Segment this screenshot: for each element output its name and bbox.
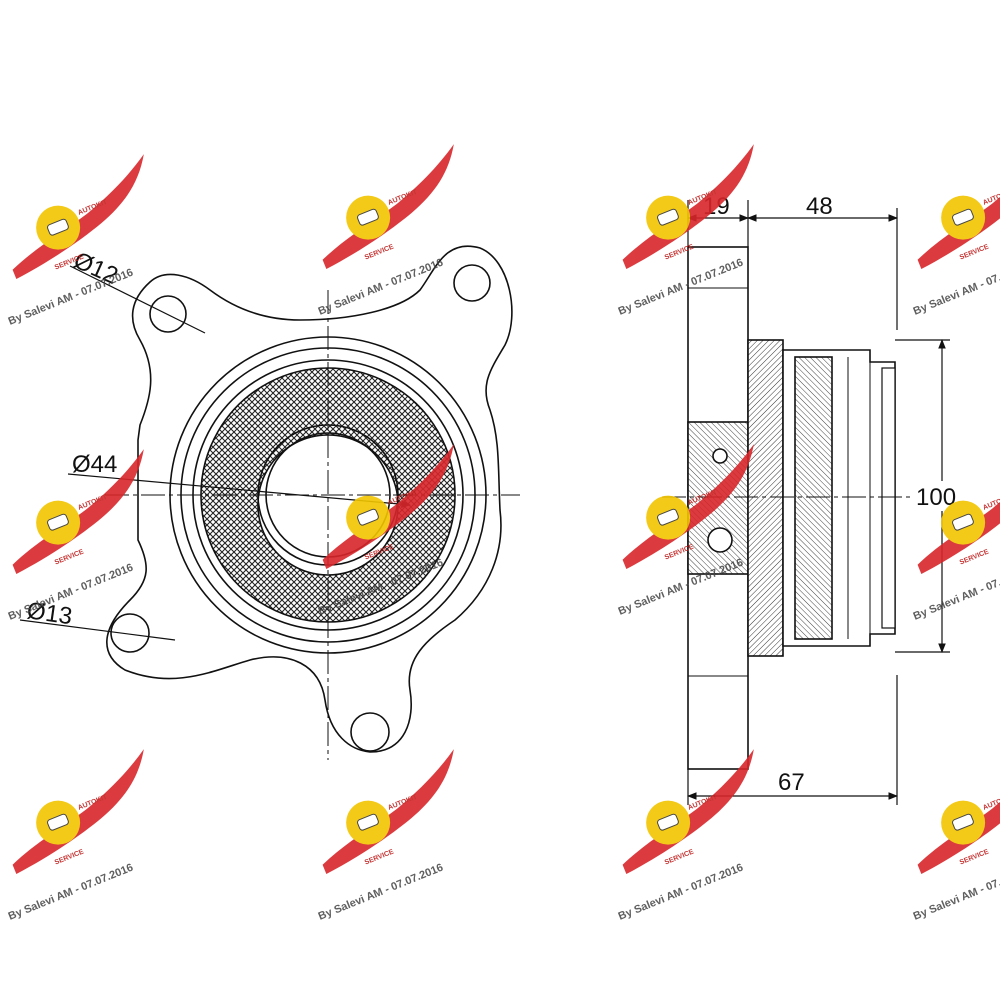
hub-section: [747, 339, 784, 657]
label-dia13: Ø13: [25, 597, 74, 630]
race-section: [794, 356, 833, 640]
race-lip: [881, 367, 896, 629]
bolt-hole-bottom-left: [110, 613, 150, 653]
watermark-car-icon: [357, 508, 379, 526]
bolt-hole-bottom-right: [350, 712, 390, 752]
leader-dia12: [69, 265, 206, 334]
watermark-car-icon: [952, 208, 974, 226]
label-48: 48: [806, 193, 833, 220]
watermark-logo-subtext: SERVICE: [364, 848, 395, 866]
watermark-credit-text: By Salevi AM - 07.07.2016: [7, 267, 135, 328]
bolt-hole-top-right: [453, 264, 491, 302]
watermark-car-icon: [952, 813, 974, 831]
watermark-wing: [917, 144, 1000, 270]
watermark-credit-text: By Salevi AM - 07.07.2016: [617, 862, 745, 923]
watermark-wing: [622, 144, 754, 270]
watermark-car-icon: [357, 208, 379, 226]
watermark-wing: [322, 144, 454, 270]
side-hole-large: [707, 527, 733, 553]
watermark-car-icon: [657, 813, 679, 831]
watermark-credit-text: By Salevi AM - 07.07.2016: [7, 862, 135, 923]
seal-band: [200, 367, 456, 623]
watermark-credit-text: By Salevi AM - 07.07.2016: [317, 862, 445, 923]
watermark-wing: [322, 444, 454, 570]
watermark-car-icon: [47, 813, 69, 831]
watermark-car-icon: [357, 813, 379, 831]
label-dia44: Ø44: [72, 451, 117, 478]
side-hole-small: [712, 448, 728, 464]
bolt-hole-top-left: [149, 295, 187, 333]
watermark-logo-subtext: SERVICE: [959, 548, 990, 566]
watermark-logo-subtext: SERVICE: [959, 848, 990, 866]
watermark-logo-subtext: SERVICE: [959, 243, 990, 261]
watermark-credit-text: By Salevi AM - 07.07.2016: [317, 257, 445, 318]
watermark-wing: [917, 449, 1000, 575]
watermark-logo-subtext: SERVICE: [664, 848, 695, 866]
watermark-logo-subtext: SERVICE: [54, 548, 85, 566]
watermark-wing: [12, 749, 144, 875]
watermark-wing: [322, 749, 454, 875]
watermark-car-icon: [47, 513, 69, 531]
watermark-logo-subtext: SERVICE: [54, 848, 85, 866]
flange-outline: [106, 245, 513, 753]
watermark-car-icon: [47, 218, 69, 236]
side-view: [662, 246, 920, 770]
watermark-wing: [12, 154, 144, 280]
front-view: [19, 245, 520, 760]
leader-dia13: [19, 619, 176, 641]
watermark-wing: [622, 444, 754, 570]
label-67: 67: [778, 769, 805, 796]
watermark-car-icon: [952, 513, 974, 531]
watermark-logo-subtext: SERVICE: [364, 243, 395, 261]
watermark-car-icon: [657, 208, 679, 226]
watermark-car-icon: [657, 508, 679, 526]
watermark-wing: [622, 749, 754, 875]
watermark-wing: [917, 749, 1000, 875]
watermark-wing: [12, 449, 144, 575]
